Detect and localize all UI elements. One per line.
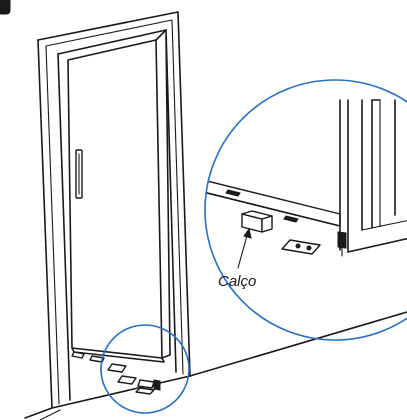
callout-leader: [237, 227, 252, 269]
door-handle: [75, 149, 83, 199]
wedge-label: Calço: [218, 273, 256, 290]
door-leaf: [67, 29, 171, 363]
magnifier-source-circle: [100, 324, 190, 414]
floor-line: [189, 311, 407, 377]
corner-marker: [0, 0, 11, 15]
door-bottom-hardware: [71, 351, 161, 395]
detail-view: [205, 99, 407, 257]
detail-circle: [204, 79, 407, 341]
door-frame: [24, 11, 191, 420]
